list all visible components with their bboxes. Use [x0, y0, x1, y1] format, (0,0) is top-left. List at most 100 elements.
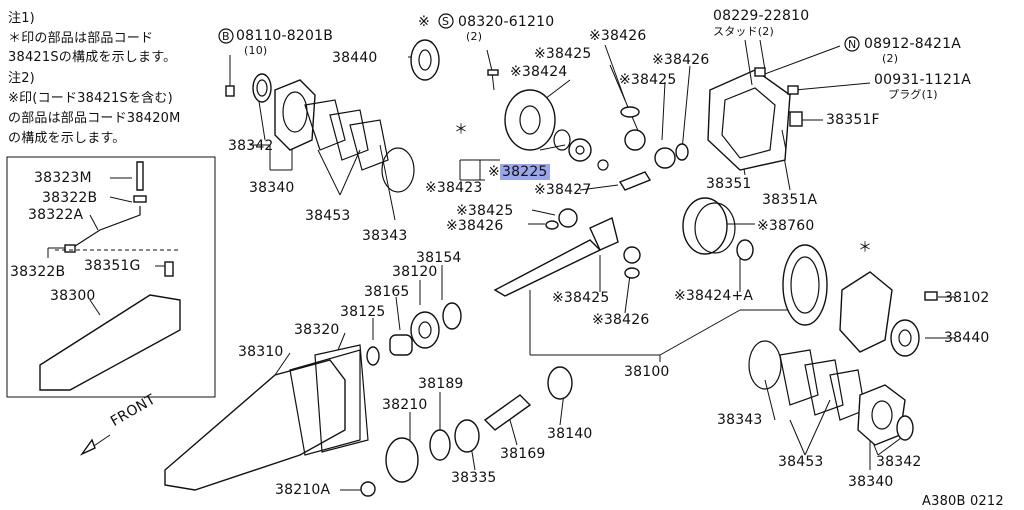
label-38140[interactable]: 38140 [547, 426, 593, 442]
label-38425-a[interactable]: ※38425 [534, 46, 592, 62]
part-housing-38310 [164, 349, 361, 491]
circle-b-marker [218, 28, 234, 44]
part-retainer-left [274, 79, 316, 151]
label-38322B-bot[interactable]: 38322B [10, 264, 66, 280]
part-bolt-38351A [781, 129, 787, 151]
label-38351G[interactable]: 38351G [84, 258, 141, 274]
part-pinion-shaft [493, 217, 619, 297]
part-diff-case [504, 89, 556, 151]
label-38322A[interactable]: 38322A [28, 207, 84, 223]
front-arrow-icon [79, 434, 111, 456]
label-38427[interactable]: ※38427 [534, 182, 592, 198]
label-38424A[interactable]: ※38424+A [674, 288, 754, 304]
label-08320-61210[interactable]: 08320-61210 [458, 14, 555, 30]
label-38100[interactable]: 38100 [624, 364, 670, 380]
part-case-38760 [682, 197, 736, 255]
part-bearing-38140 [547, 366, 573, 400]
label-38323M[interactable]: 38323M [34, 170, 92, 186]
circle-n-letter: N [848, 38, 857, 51]
label-08229-22810[interactable]: 08229-22810 [713, 8, 810, 24]
label-38165[interactable]: 38165 [364, 284, 410, 300]
label-08912-8421A[interactable]: 08912-8421A [864, 36, 961, 52]
label-38300[interactable]: 38300 [50, 288, 96, 304]
part-washer-38424 [553, 129, 571, 151]
label-38154[interactable]: 38154 [416, 250, 462, 266]
label-38342-left[interactable]: 38342 [228, 138, 274, 154]
label-38189[interactable]: 38189 [418, 376, 464, 392]
label-38340-left[interactable]: 38340 [249, 180, 295, 196]
note2-line2: の部品は部品コード38420M [8, 111, 181, 126]
label-38320[interactable]: 38320 [294, 322, 340, 338]
label-38322B-top[interactable]: 38322B [42, 190, 98, 206]
part-bearing-38120 [410, 311, 440, 349]
note2-line1: ※印(コード38421Sを含む) [8, 91, 173, 106]
label-38210[interactable]: 38210 [382, 397, 428, 413]
label-38351A[interactable]: 38351A [762, 192, 818, 208]
label-38343-left[interactable]: 38343 [362, 228, 408, 244]
label-38340-right[interactable]: 38340 [848, 474, 894, 490]
label-38351F[interactable]: 38351F [826, 112, 880, 128]
asterisk-mark-38225: ※ [488, 164, 500, 180]
part-gear-38225 [568, 138, 592, 162]
part-shims-38453-right [779, 349, 866, 421]
part-bolt-38351F [789, 111, 803, 127]
label-38335[interactable]: 38335 [451, 470, 497, 486]
label-00931-1121A[interactable]: 00931-1121A [874, 72, 971, 88]
part-stud [749, 71, 753, 86]
label-08320-qty: (2) [466, 30, 483, 43]
inset-box [6, 156, 216, 398]
part-ring-gear [782, 244, 828, 326]
label-38120[interactable]: 38120 [392, 264, 438, 280]
part-clip-38322B-bot [64, 244, 76, 253]
label-38351[interactable]: 38351 [706, 176, 752, 192]
label-38426-c[interactable]: ※38426 [446, 218, 504, 234]
part-sleeve-38169 [483, 394, 532, 431]
label-08110-8201B[interactable]: 08110-8201B [236, 28, 334, 44]
part-bolt-38102 [924, 291, 938, 301]
label-38342-right[interactable]: 38342 [876, 454, 922, 470]
label-38426-a[interactable]: ※38426 [589, 28, 647, 44]
part-washer-38426-c [545, 220, 559, 230]
label-38425-c[interactable]: ※38425 [456, 203, 514, 219]
part-seal-38342-right [896, 415, 914, 441]
label-08912-qty: (2) [882, 52, 899, 65]
asterisk-mark-08320: ※ [418, 14, 430, 30]
part-carrier-38300 [39, 294, 181, 391]
label-38425-d[interactable]: ※38425 [552, 290, 610, 306]
note1-title: 注1) [8, 11, 35, 26]
label-38426-d[interactable]: ※38426 [592, 312, 650, 328]
part-bearing-38440-right [890, 319, 920, 357]
label-38760[interactable]: ※38760 [757, 218, 815, 234]
circle-s-letter: S [442, 15, 450, 28]
label-38125[interactable]: 38125 [340, 304, 386, 320]
label-38423[interactable]: ※38423 [425, 180, 483, 196]
part-nut-38210A [360, 481, 376, 497]
part-gear-38425-d [623, 246, 641, 264]
label-38225-highlighted[interactable]: 38225 [500, 164, 550, 180]
label-38426-b[interactable]: ※38426 [652, 52, 710, 68]
part-washer-38426-d [624, 267, 640, 279]
label-38169[interactable]: 38169 [500, 446, 546, 462]
label-38210A[interactable]: 38210A [275, 482, 331, 498]
label-38453-right[interactable]: 38453 [778, 454, 824, 470]
label-38102[interactable]: 38102 [944, 290, 990, 306]
part-shaft-38427 [618, 171, 652, 191]
label-38343-right[interactable]: 38343 [717, 412, 763, 428]
part-shims-38453-left [304, 99, 389, 171]
circle-n-marker [844, 36, 860, 52]
label-38425-b[interactable]: ※38425 [619, 72, 677, 88]
part-washer-38154 [442, 302, 462, 330]
part-spacer-38165 [389, 334, 413, 356]
part-seal-38342-left [252, 73, 272, 103]
asterisk-2: ＊ [858, 240, 873, 256]
label-38453-left[interactable]: 38453 [305, 208, 351, 224]
label-38440-right[interactable]: 38440 [944, 330, 990, 346]
part-breather-38323M [136, 161, 144, 191]
part-retainer-right [857, 384, 906, 446]
label-38424[interactable]: ※38424 [510, 64, 568, 80]
label-38310[interactable]: 38310 [238, 344, 284, 360]
part-oring-38343-right [748, 340, 782, 390]
label-plug-qty: プラグ(1) [888, 88, 938, 101]
label-38440-top[interactable]: 38440 [332, 50, 378, 66]
